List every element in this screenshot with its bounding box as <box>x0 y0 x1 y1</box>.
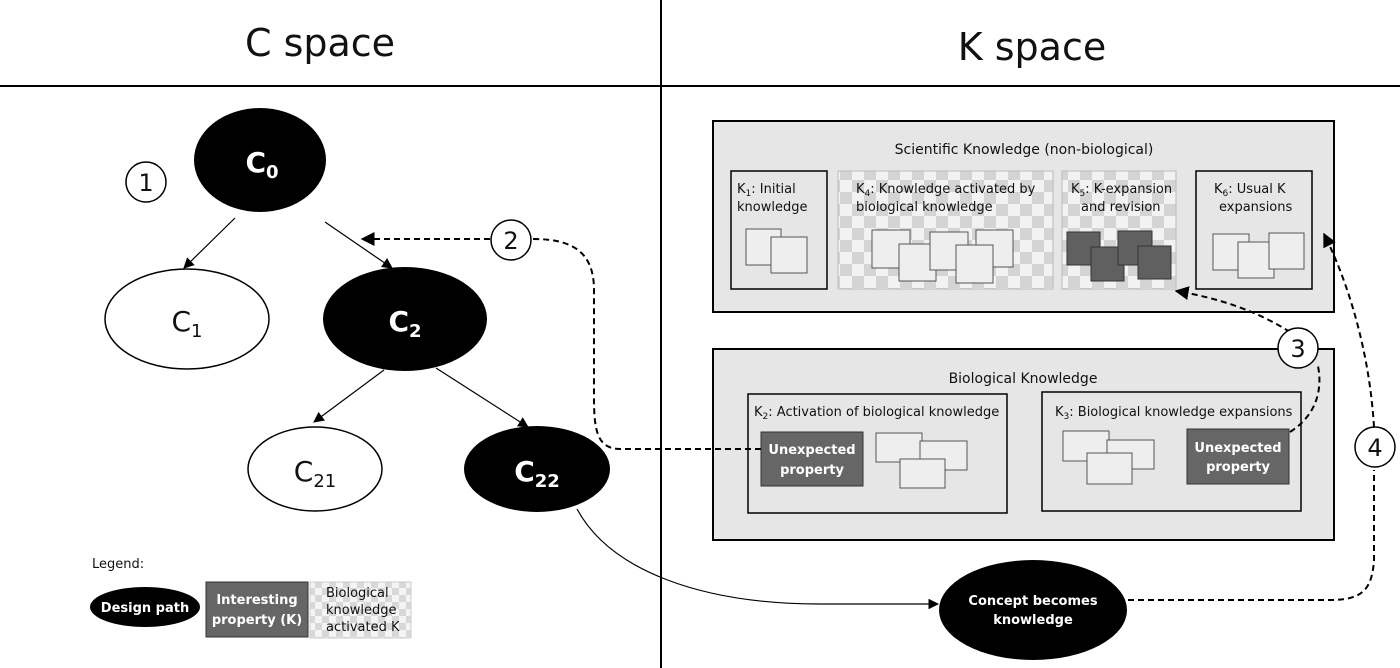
svg-text:knowledge: knowledge <box>326 603 396 618</box>
step-3-marker: 3 <box>1277 327 1319 369</box>
svg-text:K6: Usual K: K6: Usual K <box>1214 182 1286 199</box>
edge-c2-c21 <box>313 369 385 423</box>
concept-c21[interactable]: C21 <box>247 426 383 512</box>
step-2-marker: 2 <box>490 219 532 261</box>
concept-c2[interactable]: C2 <box>323 267 487 371</box>
svg-text:K4: Knowledge activated by: K4: Knowledge activated by <box>856 182 1036 199</box>
svg-text:C21: C21 <box>294 455 336 492</box>
svg-text:Unexpected: Unexpected <box>1194 441 1281 456</box>
k-space-title: K space <box>958 25 1106 69</box>
svg-text:knowledge: knowledge <box>737 200 807 215</box>
svg-text:Concept becomes: Concept becomes <box>968 594 1097 609</box>
scientific-knowledge-title: Scientific Knowledge (non-biological) <box>895 142 1154 158</box>
edge-c0-c1 <box>183 217 236 269</box>
svg-text:K5: K-expansion: K5: K-expansion <box>1071 182 1172 199</box>
k5-expansion-revision[interactable]: K5: K-expansion and revision <box>1061 170 1177 290</box>
legend-interesting-property: Interesting property (K) <box>205 581 309 638</box>
biological-knowledge-title: Biological Knowledge <box>949 371 1098 387</box>
k4-activated-knowledge[interactable]: K4: Knowledge activated by biological kn… <box>837 170 1054 290</box>
dashed-arrow-3 <box>1174 286 1291 333</box>
edge-c0-c2 <box>324 221 393 269</box>
svg-text:C22: C22 <box>514 455 560 492</box>
svg-text:biological knowledge: biological knowledge <box>856 200 993 215</box>
concept-c1[interactable]: C1 <box>104 268 270 370</box>
svg-text:C0: C0 <box>245 146 278 183</box>
dashed-path-2 <box>532 238 761 450</box>
svg-text:C2: C2 <box>388 305 421 342</box>
step-4-marker: 4 <box>1354 426 1396 468</box>
concept-c0[interactable]: C0 <box>194 108 326 212</box>
concept-becomes-knowledge[interactable]: Concept becomes knowledge <box>939 560 1127 660</box>
legend-design-path: Design path <box>90 587 200 627</box>
svg-text:property: property <box>780 463 844 478</box>
k1-initial-knowledge[interactable]: K1: Initial knowledge <box>730 170 828 290</box>
svg-text:Unexpected: Unexpected <box>768 443 855 458</box>
svg-text:K2: Activation of biological k: K2: Activation of biological knowledge <box>754 405 999 422</box>
svg-text:2: 2 <box>503 227 518 255</box>
svg-text:1: 1 <box>138 169 153 197</box>
unexpected-property-k3[interactable]: Unexpected property <box>1186 428 1290 485</box>
k6-usual-expansions[interactable]: K6: Usual K expansions <box>1195 170 1313 290</box>
dashed-path-4 <box>1128 470 1375 601</box>
svg-text:property (K): property (K) <box>212 613 302 628</box>
k3-biological-expansions[interactable]: K3: Biological knowledge expansions Unex… <box>1041 391 1302 512</box>
svg-text:Biological: Biological <box>326 586 389 601</box>
svg-text:Interesting: Interesting <box>216 593 297 608</box>
unexpected-property-k2[interactable]: Unexpected property <box>760 431 864 487</box>
svg-text:Design path: Design path <box>101 601 189 616</box>
concept-c22[interactable]: C22 <box>464 426 610 512</box>
svg-text:3: 3 <box>1290 335 1305 363</box>
svg-text:expansions: expansions <box>1219 200 1292 215</box>
legend: Legend: Design path Interesting property… <box>90 557 412 639</box>
svg-text:K1: Initial: K1: Initial <box>737 182 796 199</box>
svg-text:C1: C1 <box>171 305 202 342</box>
step-1-marker: 1 <box>125 161 167 203</box>
dashed-arrow-4 <box>1323 232 1375 428</box>
svg-text:4: 4 <box>1367 434 1382 462</box>
c-space-title: C space <box>245 21 395 65</box>
svg-text:knowledge: knowledge <box>993 613 1073 628</box>
legend-title: Legend: <box>92 557 144 572</box>
edge-c2-c22 <box>435 367 529 428</box>
svg-text:activated K: activated K <box>326 620 400 635</box>
svg-text:property: property <box>1206 460 1270 475</box>
svg-text:K3: Biological knowledge expan: K3: Biological knowledge expansions <box>1055 405 1293 422</box>
legend-biological-activated: Biological knowledge activated K <box>309 581 412 639</box>
k2-activation-biological[interactable]: K2: Activation of biological knowledge U… <box>747 393 1008 514</box>
svg-text:and revision: and revision <box>1081 200 1161 215</box>
solid-path-c22-to-knowledge <box>576 508 940 610</box>
